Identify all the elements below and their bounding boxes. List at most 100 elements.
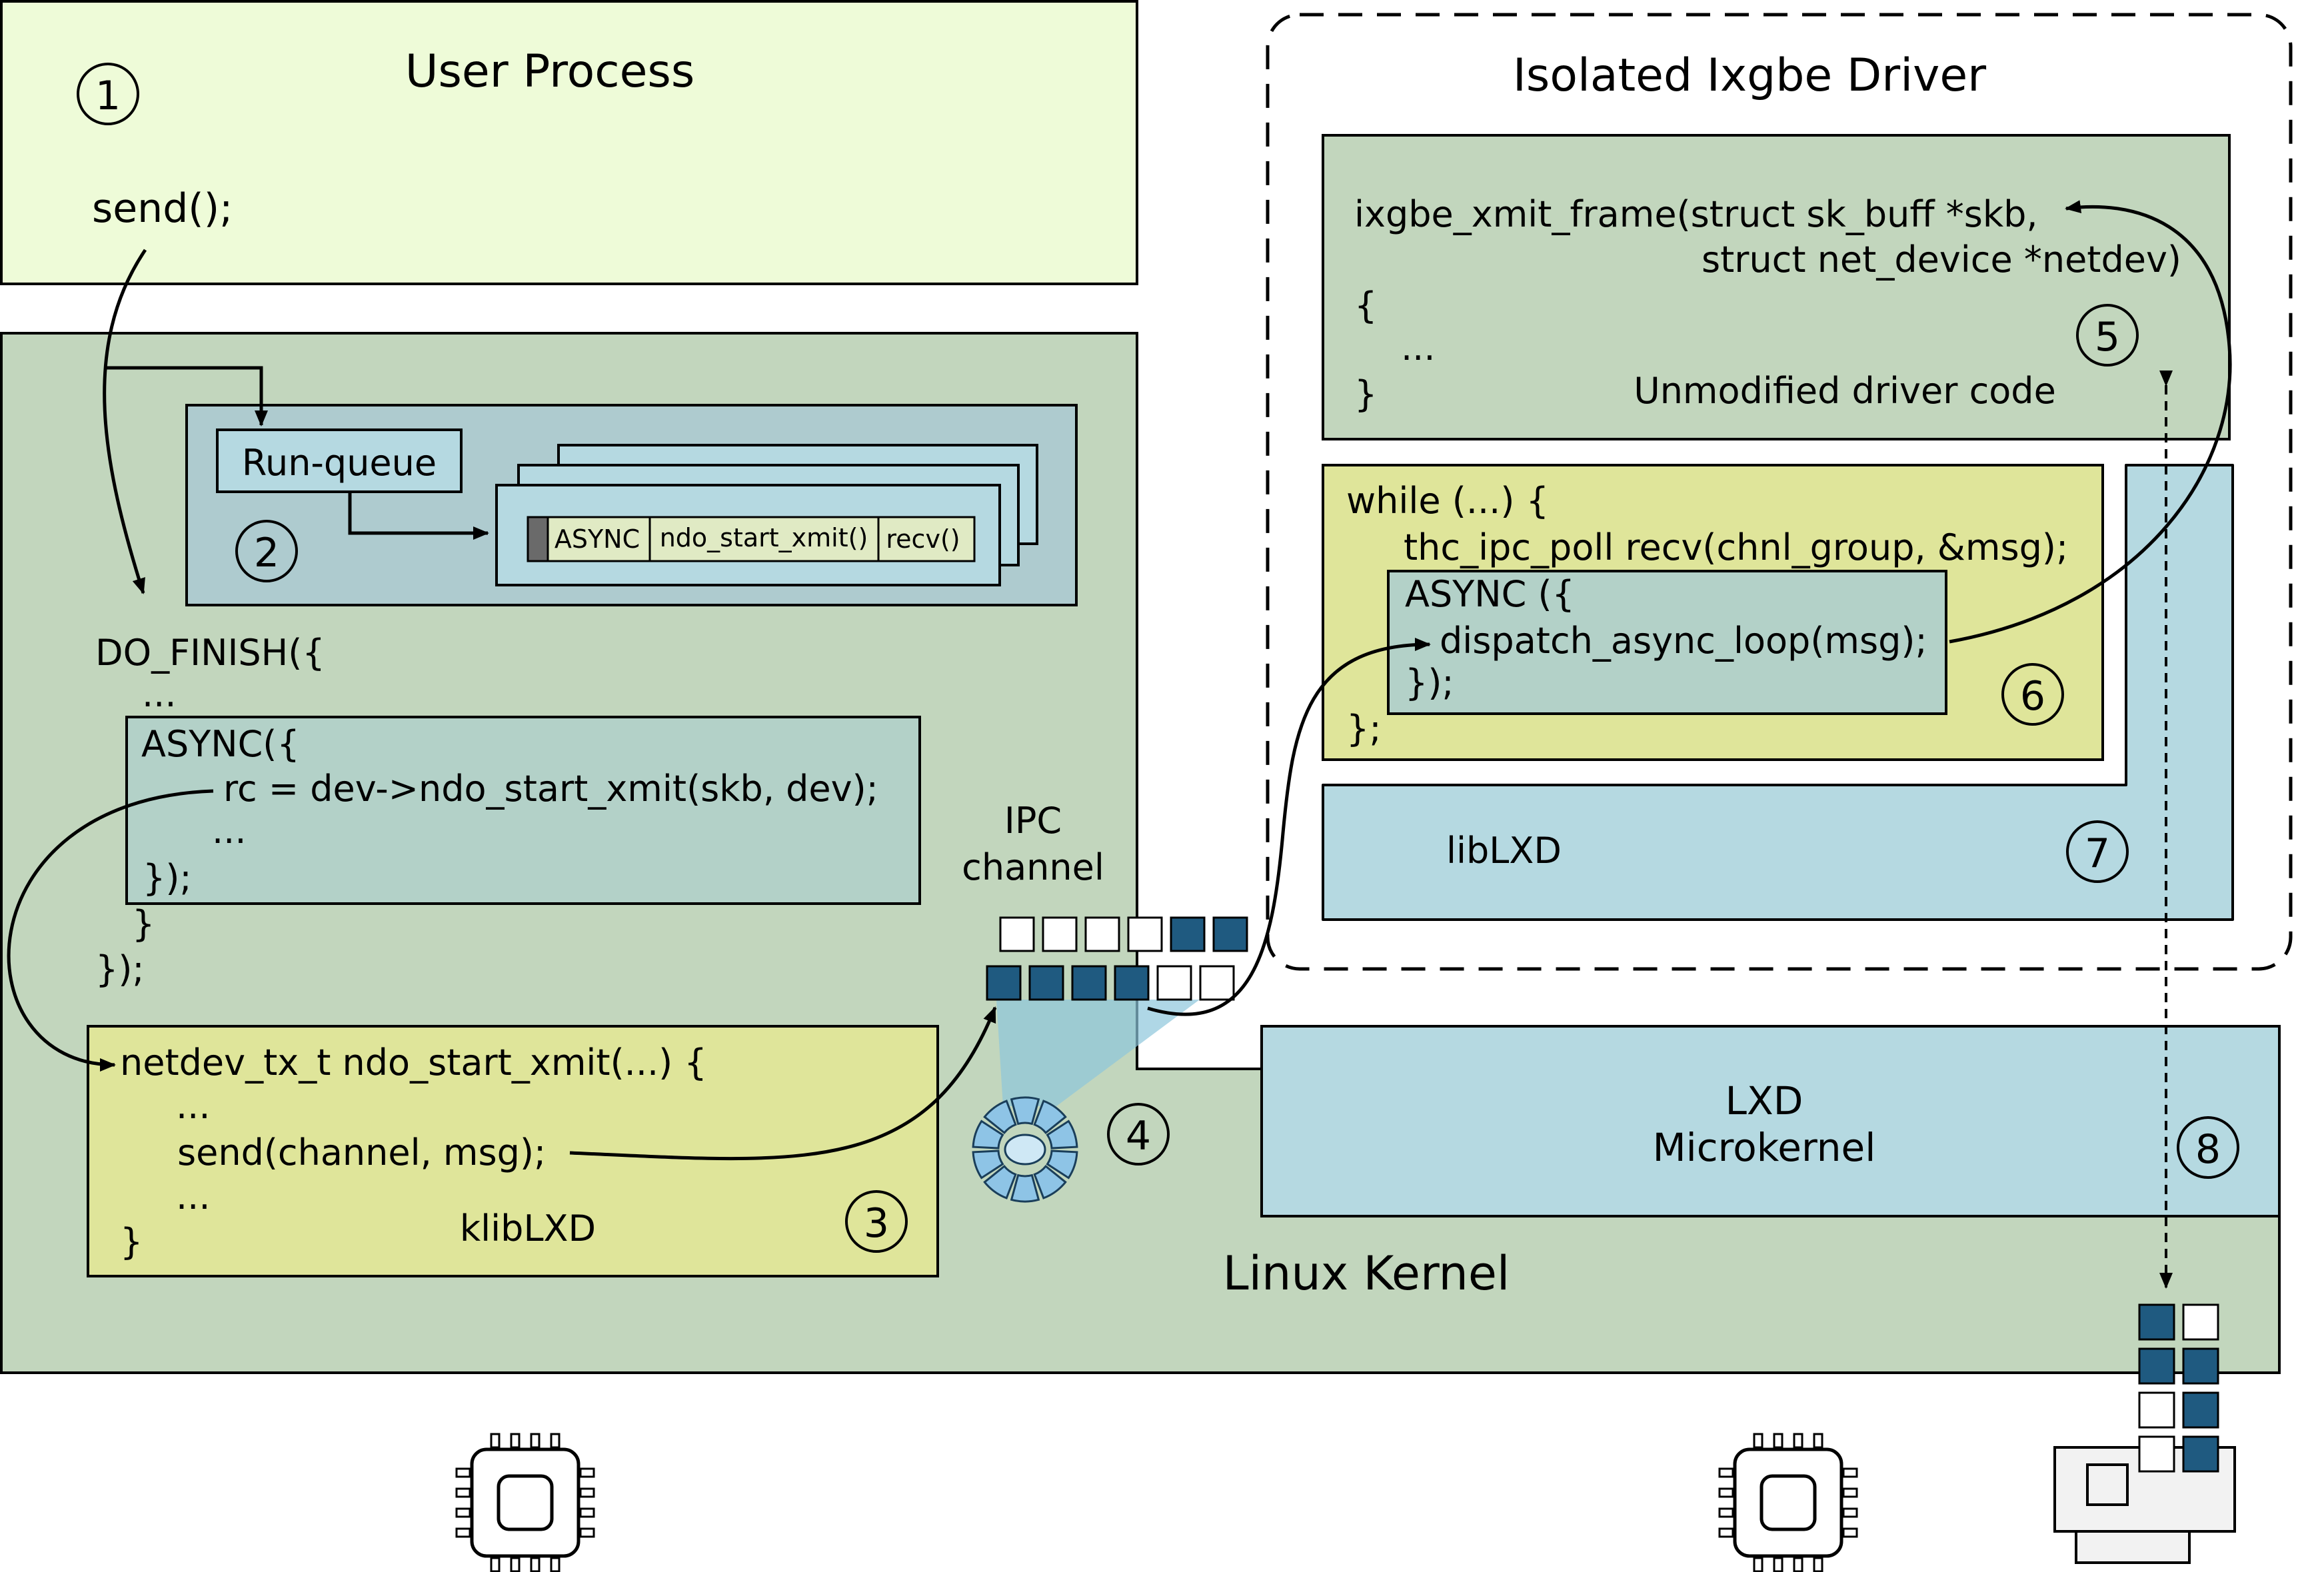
ipc-ring-segment [972,1150,1004,1179]
step-2-badge [235,520,298,582]
arrow-send-to-do-finish [103,249,147,594]
async-line-2: rc = dev->ndo_start_xmit(skb, dev); [223,768,878,810]
cpu-pin [1718,1467,1734,1478]
klib-block: netdev_tx_t ndo_start_xmit(...) { ... se… [87,1025,939,1277]
dispatch-loop-box: while (...) { thc_ipc_poll recv(chnl_gro… [1322,464,2104,761]
run-queue-label: Run-queue [242,442,437,484]
step-4-badge [1107,1103,1170,1166]
ipc-slot-empty [1084,916,1120,952]
cpu-pin [1793,1433,1803,1449]
cpu-pin [579,1507,595,1518]
ipc-slot-empty [1156,965,1192,1001]
dispatch-line-3: }; [1346,708,1382,750]
isolated-driver-boundary [1266,13,2293,971]
nic-device [2053,1303,2236,1564]
arrow-ipc-to-dispatch [1147,638,1431,1016]
run-queue-box [216,428,463,493]
liblxd-box: libLXD 7 [1322,464,2234,921]
run-queue-panel: Run-queue 2 ASYNC ndo_start_xmit() recv(… [185,404,1078,606]
cpu-icon-left [455,1433,595,1572]
lxd-line-1: LXD [1726,1078,1803,1124]
ipc-ring-hub [1004,1134,1046,1166]
lxd-line-2: Microkernel [1653,1125,1876,1170]
step-4-label: 4 [1126,1113,1151,1160]
dispatch-line-2: thc_ipc_poll recv(chnl_group, &msg); [1404,526,2068,568]
ipc-ring-segment [983,1164,1017,1199]
cpu-pin [455,1487,471,1498]
cpu-pin [579,1527,595,1538]
task-field-xmit: ndo_start_xmit() [660,523,868,552]
cpu-pin [455,1507,471,1518]
liblxd-label: libLXD [1446,830,1562,872]
driver-line-2: struct net_device *netdev) [1702,239,2181,281]
cpu-pin [1718,1487,1734,1498]
cpu-pin [1842,1467,1858,1478]
linux-kernel-title: Linux Kernel [1223,1246,1510,1301]
ipc-label-line-1: IPC [1004,800,1062,842]
cpu-pin [1773,1433,1783,1449]
dispatch-async-line-1: ASYNC ({ [1405,573,1575,615]
ipc-ring-segment [1010,1096,1040,1126]
nic-chip [2086,1463,2129,1506]
task-record: ASYNC ndo_start_xmit() recv() [527,516,976,562]
step-1-label: 1 [95,73,121,119]
ipc-ring-segment [1010,1174,1040,1203]
nic-slot-full [2138,1303,2175,1341]
cpu-die [1759,1474,1817,1531]
ipc-slot-full [1212,916,1248,952]
cpu-pin [530,1557,541,1572]
step-5-label: 5 [2095,314,2120,361]
ipc-slot-empty [1042,916,1078,952]
step-1-badge [77,63,139,125]
user-process-box: User Process 1 send(); [0,0,1138,285]
user-send-call: send(); [92,185,233,232]
klib-label: klibLXD [460,1207,596,1249]
arrow-async-to-klib [7,789,214,1072]
klib-line-4: ... [176,1176,211,1217]
cpu-pin [1813,1433,1823,1449]
ipc-bottom-row [986,965,1235,1001]
dispatch-async-box [1387,570,1947,715]
async-block [125,716,921,905]
ipc-slot-empty [999,916,1035,952]
ipc-ring-segment [1046,1120,1078,1150]
async-line-4: }); [143,857,192,899]
async-line-1: ASYNC({ [141,723,300,765]
cpu-pin [510,1557,521,1572]
cpu-pin [550,1557,561,1572]
lxd-microkernel-box: LXD Microkernel 8 [1260,1025,2281,1217]
step-5-badge [2076,304,2139,367]
step-8-label: 8 [2195,1126,2221,1173]
ipc-slot-full [1114,965,1150,1001]
cpu-pin [530,1433,541,1449]
klib-line-3: send(channel, msg); [177,1132,546,1174]
ipc-slot-full [1028,965,1064,1001]
nic-slot-full [2182,1435,2219,1473]
flow-arrows [7,200,2232,1289]
driver-line-5: } [1354,373,1377,415]
dispatch-line-1: while (...) { [1346,480,1549,522]
driver-line-3: { [1354,285,1377,327]
ipc-ring-segment [1033,1100,1067,1135]
klib-line-5: } [120,1221,143,1263]
step-2-label: 2 [254,530,279,576]
nic-queue-grid [2138,1303,2219,1473]
step-7-label: 7 [2085,830,2110,877]
dispatch-async-line-2: dispatch_async_loop(msg); [1440,620,1927,662]
cpu-pin [1842,1487,1858,1498]
ipc-slot-full [986,965,1022,1001]
step-6-badge [2001,663,2064,726]
step-7-badge [2066,820,2129,883]
dispatch-async-line-3: }); [1405,662,1454,704]
nic-slot-empty [2138,1391,2175,1429]
klib-line-1: netdev_tx_t ndo_start_xmit(...) { [120,1042,707,1084]
driver-code-label: Unmodified driver code [1634,370,2056,412]
nic-slot-full [2182,1391,2219,1429]
do-finish-line-3: } [132,903,155,945]
cpu-pin [1753,1557,1763,1572]
ipc-ring-segment [983,1100,1017,1135]
ipc-channel: IPC channel 4 [962,800,1248,1203]
ipc-slot-empty [1199,965,1235,1001]
ipc-ring-segment [1033,1164,1067,1199]
